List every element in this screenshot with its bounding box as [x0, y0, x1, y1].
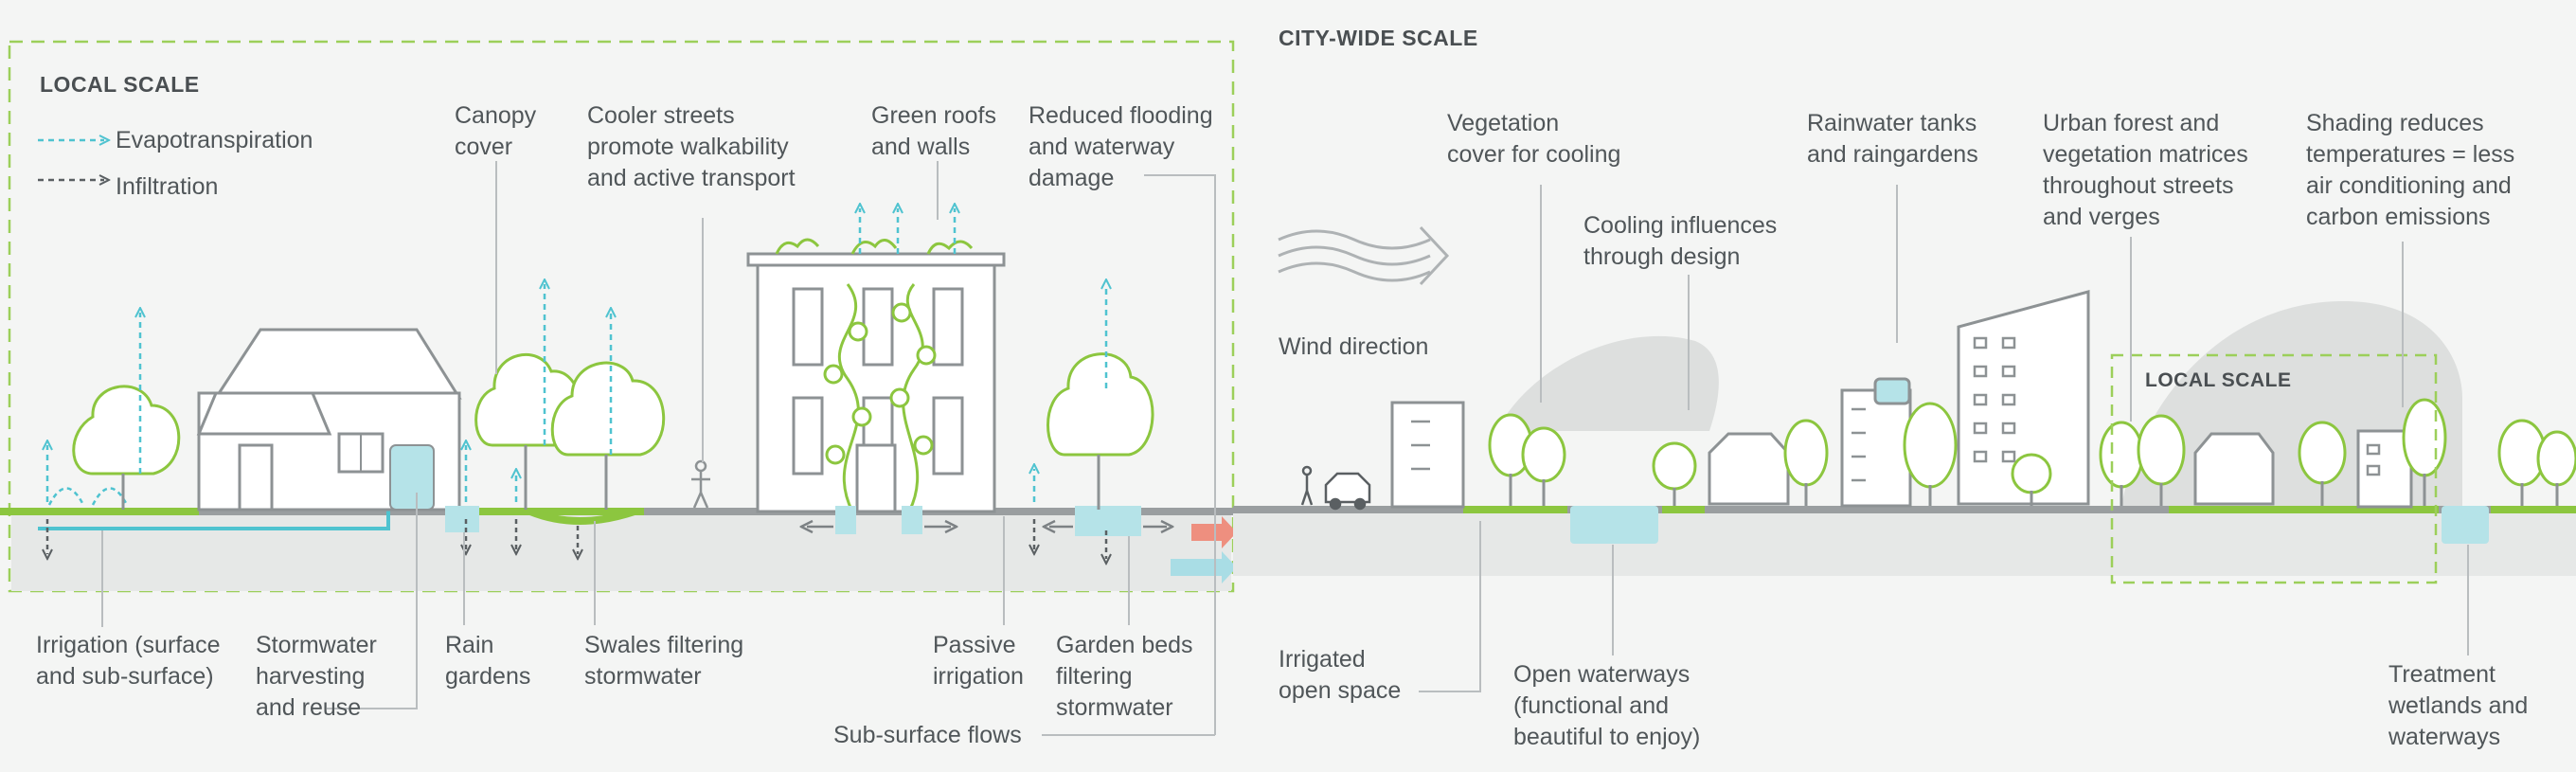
reduced-flooding-label: Reduced flooding and waterway damage [1029, 102, 1213, 191]
garden-beds-label: Garden beds filtering stormwater [1056, 632, 1193, 721]
pedestrian [691, 459, 710, 509]
passive-irrigation-label: Passive irrigation [933, 632, 1024, 690]
green-wall-leaves [823, 302, 937, 465]
vegetation-cover-label: Vegetation cover for cooling [1447, 110, 1621, 168]
infiltration-arrows [47, 519, 1106, 559]
building-planter-right [902, 506, 922, 534]
local-subsurface-band [11, 512, 1231, 591]
legend-evapotranspiration-label: Evapotranspiration [116, 127, 313, 153]
local-scale-heading: LOCAL SCALE [40, 72, 200, 97]
city-treatment-wetland [2442, 506, 2489, 544]
tree [550, 361, 666, 510]
city-local-scale-inset-frame [2110, 353, 2438, 584]
wind-arrow [1278, 225, 1450, 286]
green-roofs-label: Green roofs and walls [871, 102, 997, 160]
urban-forest-label: Urban forest and vegetation matrices thr… [2043, 110, 2248, 230]
city-wide-scale-heading: CITY-WIDE SCALE [1279, 26, 1478, 50]
house-porch-roof [196, 391, 332, 436]
open-waterways-label: Open waterways (functional and beautiful… [1513, 661, 1701, 750]
irrigation-spray [47, 487, 129, 506]
tree [1046, 352, 1154, 510]
swale [528, 508, 636, 525]
treatment-wetlands-label: Treatment wetlands and waterways [2388, 661, 2529, 750]
shading-label: Shading reduces temperatures = less air … [2306, 110, 2515, 230]
building-door [855, 443, 897, 513]
house-door [238, 443, 274, 512]
outflow-arrow-blue [1171, 551, 1237, 583]
swales-label: Swales filtering stormwater [584, 632, 744, 690]
building-planter-left [835, 506, 856, 534]
rain-garden [445, 506, 479, 532]
wind-direction-label: Wind direction [1279, 333, 1429, 360]
green-roof-plants [775, 238, 974, 255]
building-roof-slab [746, 252, 1006, 267]
cooler-streets-label: Cooler streets promote walkability and a… [587, 102, 796, 191]
tree [72, 385, 181, 510]
rainwater-tanks-label: Rainwater tanks and raingardens [1807, 110, 1978, 168]
house-roof [213, 328, 462, 400]
inset-local-scale-label: LOCAL SCALE [2145, 369, 2292, 391]
canopy-cover-label: Canopy cover [455, 102, 537, 160]
subsurface-flows-label: Sub-surface flows [833, 722, 1022, 748]
city-leader-lines [1419, 185, 2469, 692]
irrigated-open-space-label: Irrigated open space [1279, 646, 1402, 704]
local-leader-lines [101, 161, 1216, 736]
city-pedestrian [1300, 465, 1314, 506]
city-buildings [1390, 290, 2413, 509]
city-tree-trunks [1509, 474, 2559, 506]
stormwater-harvesting-label: Stormwater harvesting and reuse [256, 632, 377, 721]
city-open-waterway [1570, 506, 1658, 544]
rainwater-tank [389, 444, 435, 511]
city-ground-band [1233, 510, 2576, 576]
city-cooling-haze-left [1496, 335, 1719, 431]
garden-bed [1075, 506, 1141, 536]
irrigation-label: Irrigation (surface and sub-surface) [36, 632, 221, 690]
legend-infiltration-label: Infiltration [116, 173, 219, 200]
car-icon [1324, 472, 1371, 511]
rain-gardens-label: Rain gardens [445, 632, 531, 690]
building-windows [792, 287, 964, 476]
city-building-windows [1411, 336, 2381, 482]
evapotranspiration-arrows [47, 208, 1106, 502]
cooling-influences-label: Cooling influences through design [1583, 212, 1778, 270]
